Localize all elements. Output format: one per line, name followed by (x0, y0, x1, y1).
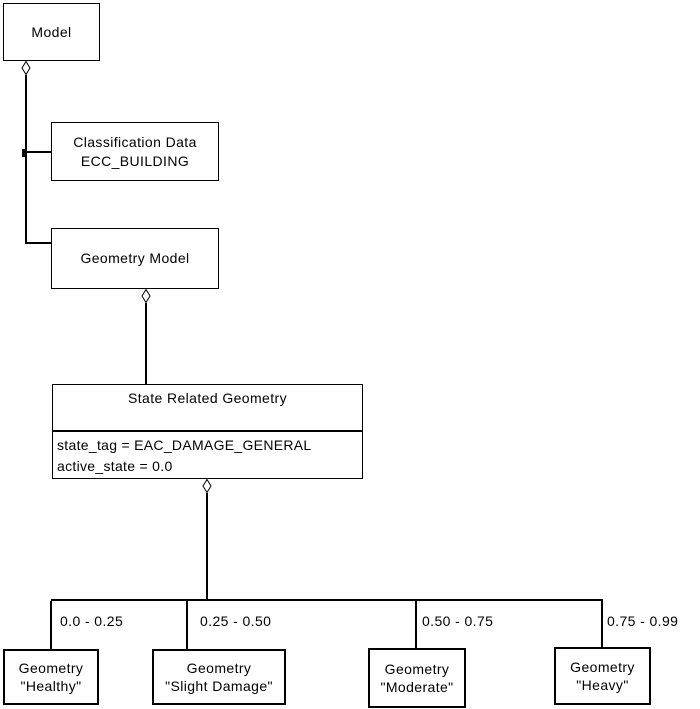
node-geometry-model: Geometry Model (51, 228, 219, 289)
connector-junction-tick (22, 149, 27, 157)
node-classification-line1: Classification Data (73, 133, 197, 150)
connector-to-classification (26, 151, 51, 153)
leaf-slight-line2: "Slight Damage" (165, 678, 273, 694)
leaf-healthy-line2: "Healthy" (20, 678, 82, 694)
aggregation-diamond-icon (21, 61, 31, 75)
connector-model-trunk (25, 75, 27, 244)
range-label-healthy: 0.0 - 0.25 (60, 613, 124, 629)
node-geometry-healthy: Geometry "Healthy" (3, 649, 99, 705)
node-srg-title: State Related Geometry (53, 385, 362, 432)
node-geometry-heavy: Geometry "Heavy" (554, 647, 651, 705)
node-model: Model (3, 3, 100, 61)
connector-drop-heavy (601, 601, 603, 647)
connector-drop-moderate (415, 601, 417, 648)
range-label-slight: 0.25 - 0.50 (200, 613, 272, 629)
node-classification-data: Classification Data ECC_BUILDING (51, 122, 219, 181)
leaf-moderate-line2: "Moderate" (380, 679, 454, 695)
leaf-heavy-line2: "Heavy" (576, 677, 629, 693)
aggregation-diamond-icon (141, 289, 151, 303)
range-label-heavy: 0.75 - 0.99 (607, 613, 679, 629)
srg-attribute-active-state: active_state = 0.0 (57, 458, 173, 474)
node-geometry-moderate: Geometry "Moderate" (368, 648, 466, 708)
node-geometry-slight-damage: Geometry "Slight Damage" (152, 649, 286, 705)
node-classification-line2: ECC_BUILDING (80, 152, 190, 169)
connector-distribution-bar (51, 599, 603, 601)
range-label-moderate: 0.50 - 0.75 (422, 613, 494, 629)
node-model-label: Model (31, 23, 72, 40)
leaf-healthy-line1: Geometry (18, 660, 84, 676)
leaf-slight-line1: Geometry (186, 660, 252, 676)
connector-drop-healthy (50, 601, 52, 649)
connector-geometry-to-srg (145, 303, 147, 384)
aggregation-diamond-icon (202, 479, 212, 493)
node-geometry-model-label: Geometry Model (80, 250, 190, 266)
srg-attribute-state-tag: state_tag = EAC_DAMAGE_GENERAL (57, 437, 312, 453)
node-state-related-geometry: State Related Geometry state_tag = EAC_D… (52, 384, 363, 479)
connector-srg-trunk (206, 493, 208, 599)
connector-drop-slight (186, 601, 188, 649)
connector-to-geometry-model (25, 242, 51, 244)
leaf-moderate-line1: Geometry (384, 661, 450, 677)
leaf-heavy-line1: Geometry (570, 659, 635, 675)
